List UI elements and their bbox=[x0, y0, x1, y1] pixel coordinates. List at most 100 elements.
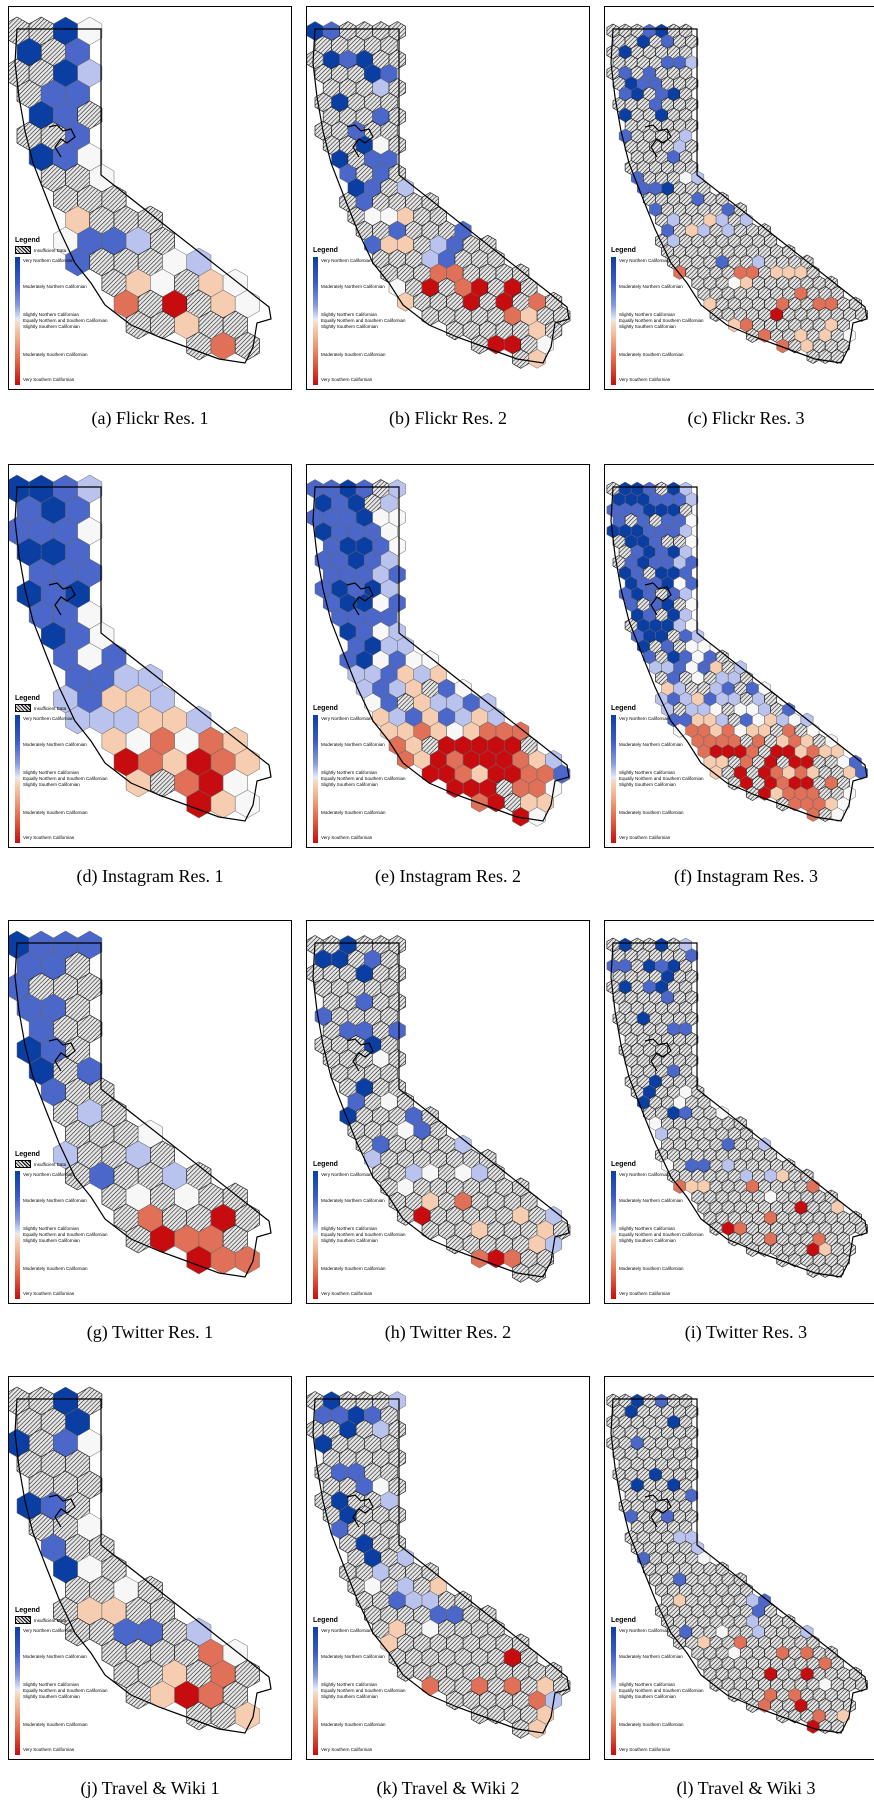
legend-label-mod_s: Moderately Southern Californian bbox=[619, 1722, 684, 1728]
color-ramp bbox=[611, 1627, 616, 1755]
legend-label-very_s: Very Southern Californian bbox=[23, 376, 75, 382]
legend-label-equal: Equally Northern and Southern California… bbox=[23, 776, 108, 781]
legend-label-slight_s: Slightly Southern Californian bbox=[321, 324, 378, 330]
legend-label-slight_n: Slightly Northern Californian bbox=[321, 1225, 378, 1231]
bay-area-coastline bbox=[48, 124, 76, 158]
bay-area-coastline bbox=[644, 582, 672, 616]
legend-label-very_n: Very Northern Californian bbox=[321, 1172, 372, 1178]
hex-cell-insufficient bbox=[788, 1708, 802, 1724]
legend-label-mod_s: Moderately Southern Californian bbox=[23, 1266, 88, 1272]
legend-label-very_s: Very Southern Californian bbox=[321, 1290, 373, 1296]
bay-area-coastline bbox=[644, 124, 672, 158]
bay-area-coastline bbox=[644, 1038, 672, 1072]
legend-label-very_s: Very Southern Californian bbox=[619, 1746, 671, 1752]
panel-caption: (l) Travel & Wiki 3 bbox=[676, 1778, 816, 1798]
color-ramp bbox=[15, 1171, 20, 1299]
color-ramp bbox=[611, 715, 616, 843]
hex-cell-insufficient bbox=[830, 349, 844, 364]
legend-title: Legend bbox=[15, 695, 40, 702]
hex-cell-insufficient bbox=[830, 1263, 844, 1278]
color-ramp bbox=[611, 1171, 616, 1299]
hex-cell bbox=[528, 349, 546, 369]
hex-map bbox=[9, 1386, 272, 1734]
legend-title: Legend bbox=[313, 247, 338, 254]
legend-insufficient: Insufficient Data bbox=[15, 704, 175, 712]
state-outline bbox=[312, 942, 570, 1278]
legend-label-mod_s: Moderately Southern Californian bbox=[619, 352, 684, 358]
legend-label-mod_s: Moderately Southern Californian bbox=[23, 352, 88, 358]
state-outline bbox=[14, 28, 272, 364]
legend-insufficient: Insufficient Data bbox=[15, 1616, 175, 1624]
legend-label-equal: Equally Northern and Southern California… bbox=[23, 318, 108, 323]
color-ramp bbox=[313, 715, 318, 843]
legend-label-mod_n: Moderately Northern Californian bbox=[321, 283, 385, 289]
hex-cell bbox=[528, 807, 546, 827]
legend-label-very_s: Very Southern Californian bbox=[619, 834, 671, 840]
legend-label-equal: Equally Northern and Southern California… bbox=[23, 1688, 108, 1693]
panel-caption: (e) Instagram Res. 2 bbox=[375, 866, 521, 886]
state-outline bbox=[610, 1398, 868, 1734]
hex-cell-insufficient bbox=[855, 307, 868, 322]
legend-label-slight_s: Slightly Southern Californian bbox=[619, 782, 676, 788]
hatch-swatch bbox=[15, 1616, 31, 1624]
hex-map bbox=[9, 930, 272, 1278]
hex-cell-insufficient bbox=[830, 1719, 844, 1734]
legend-label-mod_s: Moderately Southern Californian bbox=[321, 1266, 386, 1272]
panel-caption: (g) Twitter Res. 1 bbox=[86, 1322, 214, 1342]
bay-area-coastline bbox=[48, 1038, 76, 1072]
legend-label-slight_s: Slightly Southern Californian bbox=[619, 1238, 676, 1244]
legend-label-mod_n: Moderately Northern Californian bbox=[321, 741, 385, 747]
legend-label-very_n: Very Northern Californian bbox=[619, 258, 670, 264]
legend-title: Legend bbox=[313, 705, 338, 712]
legend-label-very_s: Very Southern Californian bbox=[321, 834, 373, 840]
panel-caption: (c) Flickr Res. 3 bbox=[687, 408, 805, 428]
color-ramp bbox=[313, 257, 318, 385]
hex-cell bbox=[830, 807, 844, 822]
hex-map bbox=[307, 21, 571, 369]
legend-label-mod_n: Moderately Northern Californian bbox=[23, 1197, 87, 1203]
legend-insufficient: Insufficient Data bbox=[15, 1160, 175, 1168]
hex-cell bbox=[234, 1701, 260, 1731]
legend-label-slight_s: Slightly Southern Californian bbox=[23, 1238, 80, 1244]
legend-label-very_n: Very Northern Californian bbox=[619, 1628, 670, 1634]
hex-map bbox=[307, 1391, 571, 1739]
hex-cell-insufficient bbox=[788, 338, 802, 354]
legend-label-very_s: Very Southern Californian bbox=[619, 376, 671, 382]
legend-label-mod_n: Moderately Northern Californian bbox=[23, 1653, 87, 1659]
color-ramp bbox=[611, 257, 616, 385]
legend-label-very_s: Very Southern Californian bbox=[619, 1290, 671, 1296]
hatch-swatch bbox=[15, 246, 31, 254]
state-outline bbox=[610, 486, 868, 822]
state-outline bbox=[610, 28, 868, 364]
legend-insufficient: Insufficient Data bbox=[15, 246, 175, 254]
bay-area-coastline bbox=[346, 1038, 374, 1072]
hex-cell-insufficient bbox=[528, 1262, 546, 1283]
hex-map bbox=[9, 16, 272, 364]
legend-label-very_n: Very Northern Californian bbox=[619, 1172, 670, 1178]
legend-label-very_n: Very Northern Californian bbox=[23, 1172, 74, 1178]
panel-caption: (a) Flickr Res. 1 bbox=[91, 408, 209, 428]
legend-label-mod_n: Moderately Northern Californian bbox=[23, 741, 87, 747]
legend-label-mod_n: Moderately Northern Californian bbox=[321, 1197, 385, 1203]
legend-label-slight_s: Slightly Southern Californian bbox=[23, 782, 80, 788]
